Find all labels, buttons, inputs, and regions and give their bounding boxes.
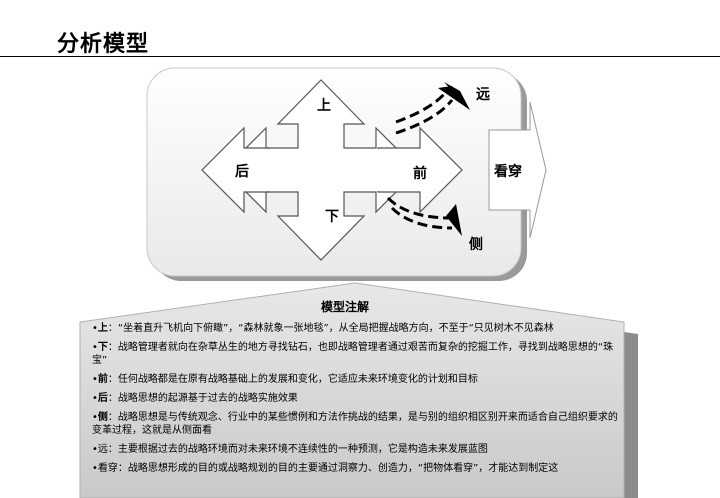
label-see-through: 看穿: [493, 163, 522, 180]
note-text: ：战略思想是与传统观念、行业中的某些惯例和方法作挑战的结果，是与别的组织相区别开…: [92, 412, 618, 436]
page-title: 分析模型: [57, 32, 150, 57]
cross-joint-cover: [372, 149, 422, 191]
label-back: 后: [235, 163, 249, 180]
note-item: •后：战略思想的起源基于过去的战略实施效果: [92, 393, 298, 404]
note-item: •下：战略管理者就向在杂草丛生的地方寻找钻石，也即战略管理者通过艰苦而复杂的挖掘…: [92, 342, 614, 366]
cross-joint-cover-left: [242, 149, 272, 191]
note-text: ：“坐着直升飞机向下俯瞰”，“森林就象一张地毯”，从全局把握战略方向，不至于“只…: [107, 323, 554, 334]
side-dashed-arrow-2: [390, 206, 453, 230]
notes-title: 模型注解: [320, 300, 369, 314]
notes-panel: [79, 282, 625, 498]
note-item: •远：主要根据过去的战略环境而对未来环境不连续性的一种预测，它是构造未来发展蓝图: [92, 444, 488, 455]
far-dashed-arrow-2: [395, 91, 448, 124]
side-arrow-head: [446, 204, 462, 236]
label-down: 下: [325, 209, 339, 225]
see-through-arrow: [488, 101, 547, 239]
far-dashed-arrow: [395, 99, 454, 135]
note-tag: 侧: [97, 412, 108, 423]
note-item: •前：任何战略都是在原有战略基础上的发展和变化，它适应未来环境变化的计划和目标: [92, 374, 478, 385]
note-text: ：战略思想形成的目的或战略规划的目的主要通过洞察力、创造力，“把物体看穿”，才能…: [117, 463, 559, 474]
note-item: •侧：战略思想是与传统观念、行业中的某些惯例和方法作挑战的结果，是与别的组织相区…: [92, 412, 618, 436]
note-item: •看穿：战略思想形成的目的或战略规划的目的主要通过洞察力、创造力，“把物体看穿”…: [92, 463, 559, 474]
note-text: ：主要根据过去的战略环境而对未来环境不连续性的一种预测，它是构造未来发展蓝图: [107, 444, 488, 455]
note-tag: 看穿: [97, 463, 118, 474]
note-text: ：任何战略都是在原有战略基础上的发展和变化，它适应未来环境变化的计划和目标: [107, 374, 478, 385]
far-arrow-head-2: [438, 86, 470, 110]
title-divider: [0, 56, 720, 57]
note-tag: 前: [97, 374, 108, 385]
notes-list: •上：“坐着直升飞机向下俯瞰”，“森林就象一张地毯”，从全局把握战略方向，不至于…: [92, 322, 622, 481]
label-far: 远: [476, 87, 490, 103]
note-text: ：战略管理者就向在杂草丛生的地方寻找钻石，也即战略管理者通过艰苦而复杂的挖掘工作…: [92, 342, 614, 366]
note-tag: 后: [97, 393, 108, 404]
note-tag: 上: [97, 323, 108, 334]
label-up: 上: [317, 98, 331, 114]
note-text: ：战略思想的起源基于过去的战略实施效果: [107, 393, 298, 404]
label-front: 前: [413, 165, 427, 182]
note-tag: 下: [97, 342, 108, 353]
side-dashed-arrow: [386, 196, 451, 220]
label-side: 侧: [469, 236, 483, 253]
note-tag: 远: [97, 444, 108, 455]
note-item: •上：“坐着直升飞机向下俯瞰”，“森林就象一张地毯”，从全局把握战略方向，不至于…: [92, 323, 554, 334]
